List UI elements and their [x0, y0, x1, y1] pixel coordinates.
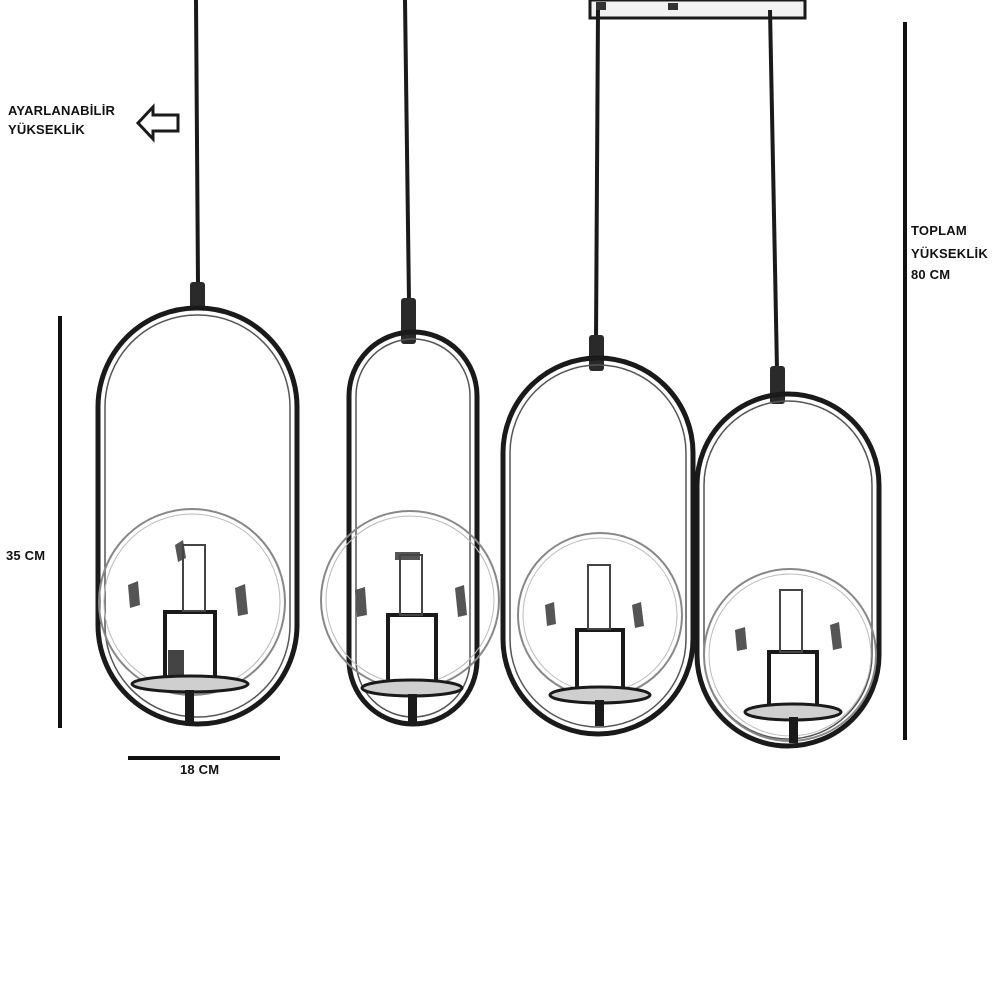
total-height-value: 80 CM [911, 267, 951, 282]
width-dimension-label: 18 CM [180, 762, 220, 777]
total-height-label-line2: YÜKSEKLİK [911, 246, 988, 261]
bulb-holder [767, 650, 819, 710]
height-dimension-label: 35 CM [6, 548, 46, 563]
suspension-cable [594, 9, 600, 341]
oval-frame [500, 355, 696, 737]
base-plate [360, 678, 464, 698]
ceiling-canopy [588, 0, 807, 20]
oval-frame [694, 391, 882, 749]
total-height-label-line1: TOPLAM [911, 223, 967, 238]
pendant-lamp-3 [500, 9, 696, 737]
adjustable-height-label-line1: AYARLANABİLİR [8, 103, 116, 118]
adjustable-height-label-line2: YÜKSEKLİK [8, 122, 85, 137]
bulb-holder [575, 628, 625, 694]
oval-frame [346, 329, 480, 727]
suspension-cable [194, 0, 200, 286]
arrow-left-icon [135, 103, 180, 143]
suspension-cable [768, 9, 779, 371]
pendant-lamp-1 [95, 0, 300, 727]
suspension-cable [403, 0, 411, 303]
bulb-holder [386, 613, 438, 687]
base-plate [130, 674, 250, 694]
pendant-lamp-2 [320, 0, 500, 727]
oval-frame [95, 305, 300, 727]
pendant-lamp-4 [694, 9, 882, 749]
